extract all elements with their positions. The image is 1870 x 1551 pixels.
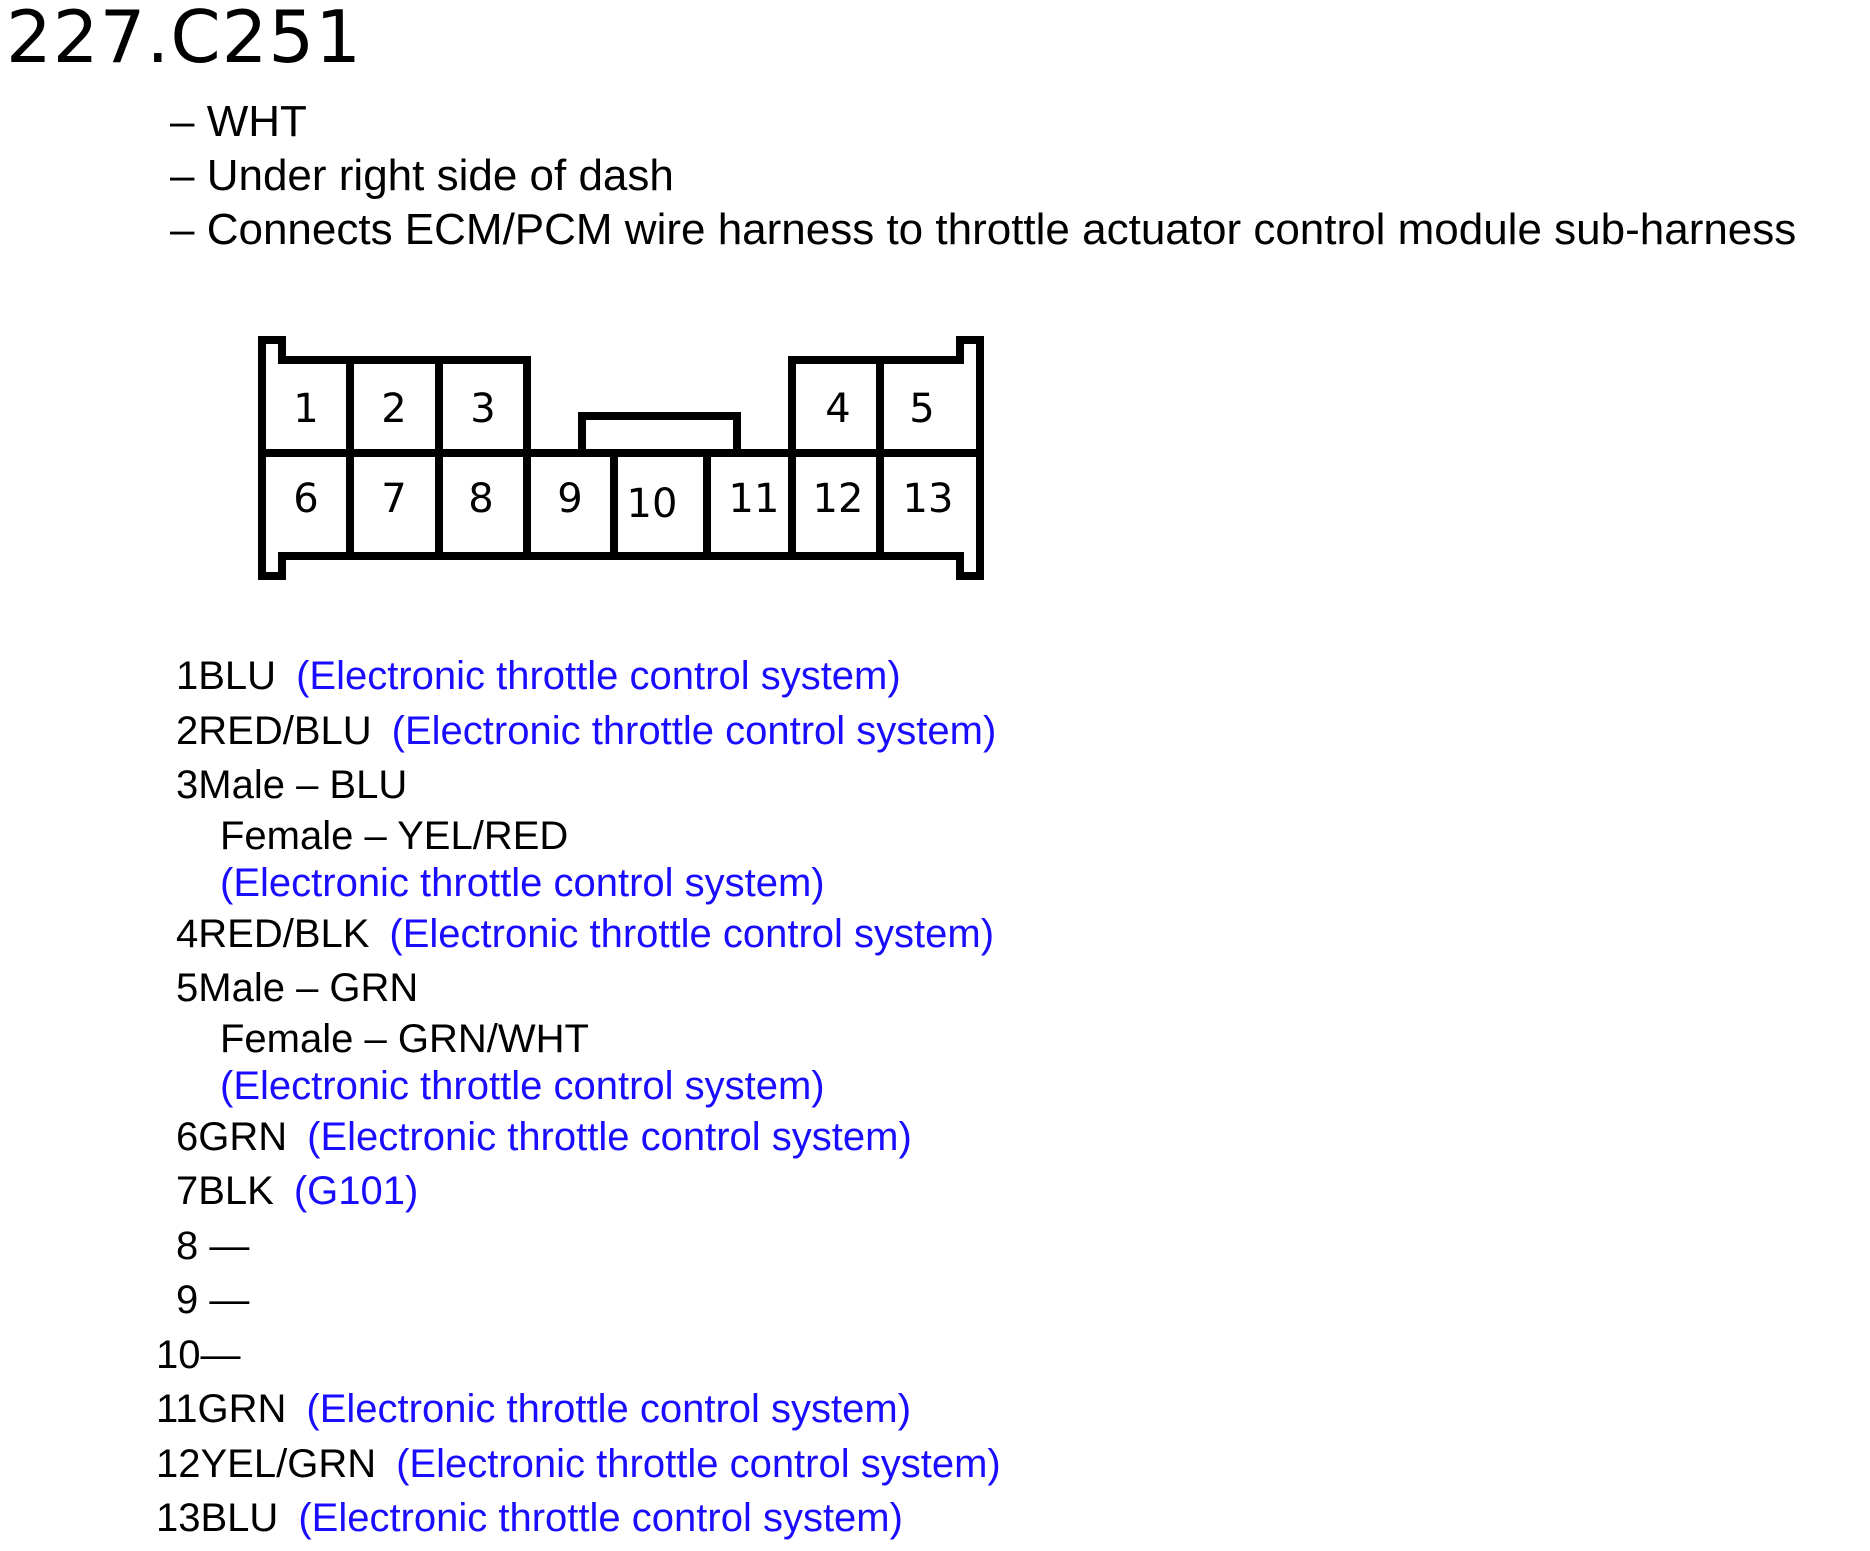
cavity-1: 1: [293, 386, 318, 432]
cavity-4: 4: [825, 386, 850, 432]
connector-description: – Connects ECM/PCM wire harness to throt…: [170, 205, 1797, 254]
pin-row: 1BLU (Electronic throttle control system): [176, 649, 1001, 704]
circuit-system: (Electronic throttle control system): [298, 1496, 903, 1540]
pin-row: 8 —: [176, 1219, 1001, 1274]
connector-face-svg: 1 2 3 4 5 6 7 8 9 10 11 12 13: [258, 336, 984, 580]
pin-row: 7BLK (G101): [176, 1164, 1001, 1219]
wire-color-male: Male – GRN: [198, 966, 419, 1010]
pin-number: 4: [176, 911, 199, 956]
wire-color: GRN: [198, 1114, 288, 1159]
circuit-system: (Electronic throttle control system): [306, 1387, 912, 1431]
wire-color: RED/BLK: [198, 911, 370, 956]
circuit-system: (Electronic throttle control system): [307, 1114, 912, 1159]
pin-number: 7: [176, 1169, 199, 1213]
pin-row: 4RED/BLK (Electronic throttle control sys…: [176, 907, 1001, 962]
cavity-9: 9: [557, 476, 582, 522]
cavity-12: 12: [813, 476, 864, 522]
connector-face-diagram: 1 2 3 4 5 6 7 8 9 10 11 12 13: [252, 332, 992, 592]
wire-color-female: Female – GRN/WHT: [220, 1016, 589, 1061]
connector-housing-outline: [258, 336, 984, 580]
circuit-system: (Electronic throttle control system): [220, 1063, 825, 1108]
wire-color-male: Male – BLU: [198, 763, 408, 807]
pin-number: 6: [176, 1114, 199, 1159]
wire-color: RED/BLU: [198, 708, 372, 753]
cavity-7: 7: [381, 476, 406, 522]
wire-color: —: [198, 1223, 250, 1268]
cavity-5: 5: [909, 386, 934, 432]
pin-number: 12: [156, 1441, 201, 1486]
cavity-6: 6: [293, 476, 318, 522]
pin-row: 10—: [156, 1328, 1001, 1383]
wire-color: GRN: [197, 1387, 287, 1431]
wire-color-female: Female – YEL/RED: [220, 813, 569, 858]
pin-row: 9 —: [176, 1273, 1001, 1328]
pin-row: 6GRN (Electronic throttle control system): [176, 1110, 1001, 1165]
wire-color: YEL/GRN: [200, 1441, 377, 1486]
pin-number: 3: [176, 763, 199, 807]
pin-assignment-list: 1BLU(Electronic throttle control system)…: [156, 649, 1001, 1546]
pin-number: 2: [176, 708, 199, 753]
connector-location: – Under right side of dash: [170, 151, 674, 200]
connector-color: – WHT: [170, 97, 307, 146]
pin-number: 11: [156, 1387, 198, 1431]
wire-color: BLK: [198, 1169, 274, 1213]
pin-number: 9: [176, 1278, 199, 1322]
wire-color: BLU: [198, 654, 277, 698]
pin-number: 1: [176, 654, 199, 698]
pin-row: 11GRN (Electronic throttle control system…: [156, 1382, 1001, 1437]
cavity-8: 8: [468, 476, 493, 522]
pin-row: 5Male – GRN Female – GRN/WHT (Electronic…: [176, 961, 1001, 1110]
ground-reference: (G101): [293, 1169, 419, 1213]
circuit-system: (Electronic throttle control system): [396, 1441, 1001, 1486]
pin-row: 2RED/BLU (Electronic throttle control sys…: [176, 704, 1001, 759]
pin-row: 13BLU (Electronic throttle control system…: [156, 1491, 1001, 1546]
circuit-system: (Electronic throttle control system): [296, 654, 901, 698]
cavity-13: 13: [903, 476, 954, 522]
pin-number: 8: [176, 1223, 199, 1268]
cavity-2: 2: [381, 386, 406, 432]
pin-number: 5: [176, 966, 199, 1010]
wire-color: BLU: [200, 1496, 279, 1540]
wire-color: —: [198, 1278, 250, 1322]
cavity-3: 3: [470, 386, 495, 432]
cavity-10: 10: [627, 481, 678, 527]
cavity-11: 11: [729, 476, 780, 522]
pin-number: 10: [156, 1332, 201, 1377]
pin-row: 12YEL/GRN (Electronic throttle control sy…: [156, 1437, 1001, 1492]
connector-key: [578, 412, 741, 453]
pin-number: 13: [156, 1496, 201, 1540]
connector-info-list: – WHT – Under right side of dash – Conne…: [170, 95, 1796, 257]
circuit-system: (Electronic throttle control system): [391, 708, 997, 753]
pin-row: 3Male – BLU Female – YEL/RED (Electronic…: [176, 758, 1001, 907]
wire-color: —: [200, 1332, 241, 1377]
circuit-system: (Electronic throttle control system): [220, 860, 825, 905]
circuit-system: (Electronic throttle control system): [389, 911, 995, 956]
connector-title: 227.C251: [6, 0, 363, 79]
